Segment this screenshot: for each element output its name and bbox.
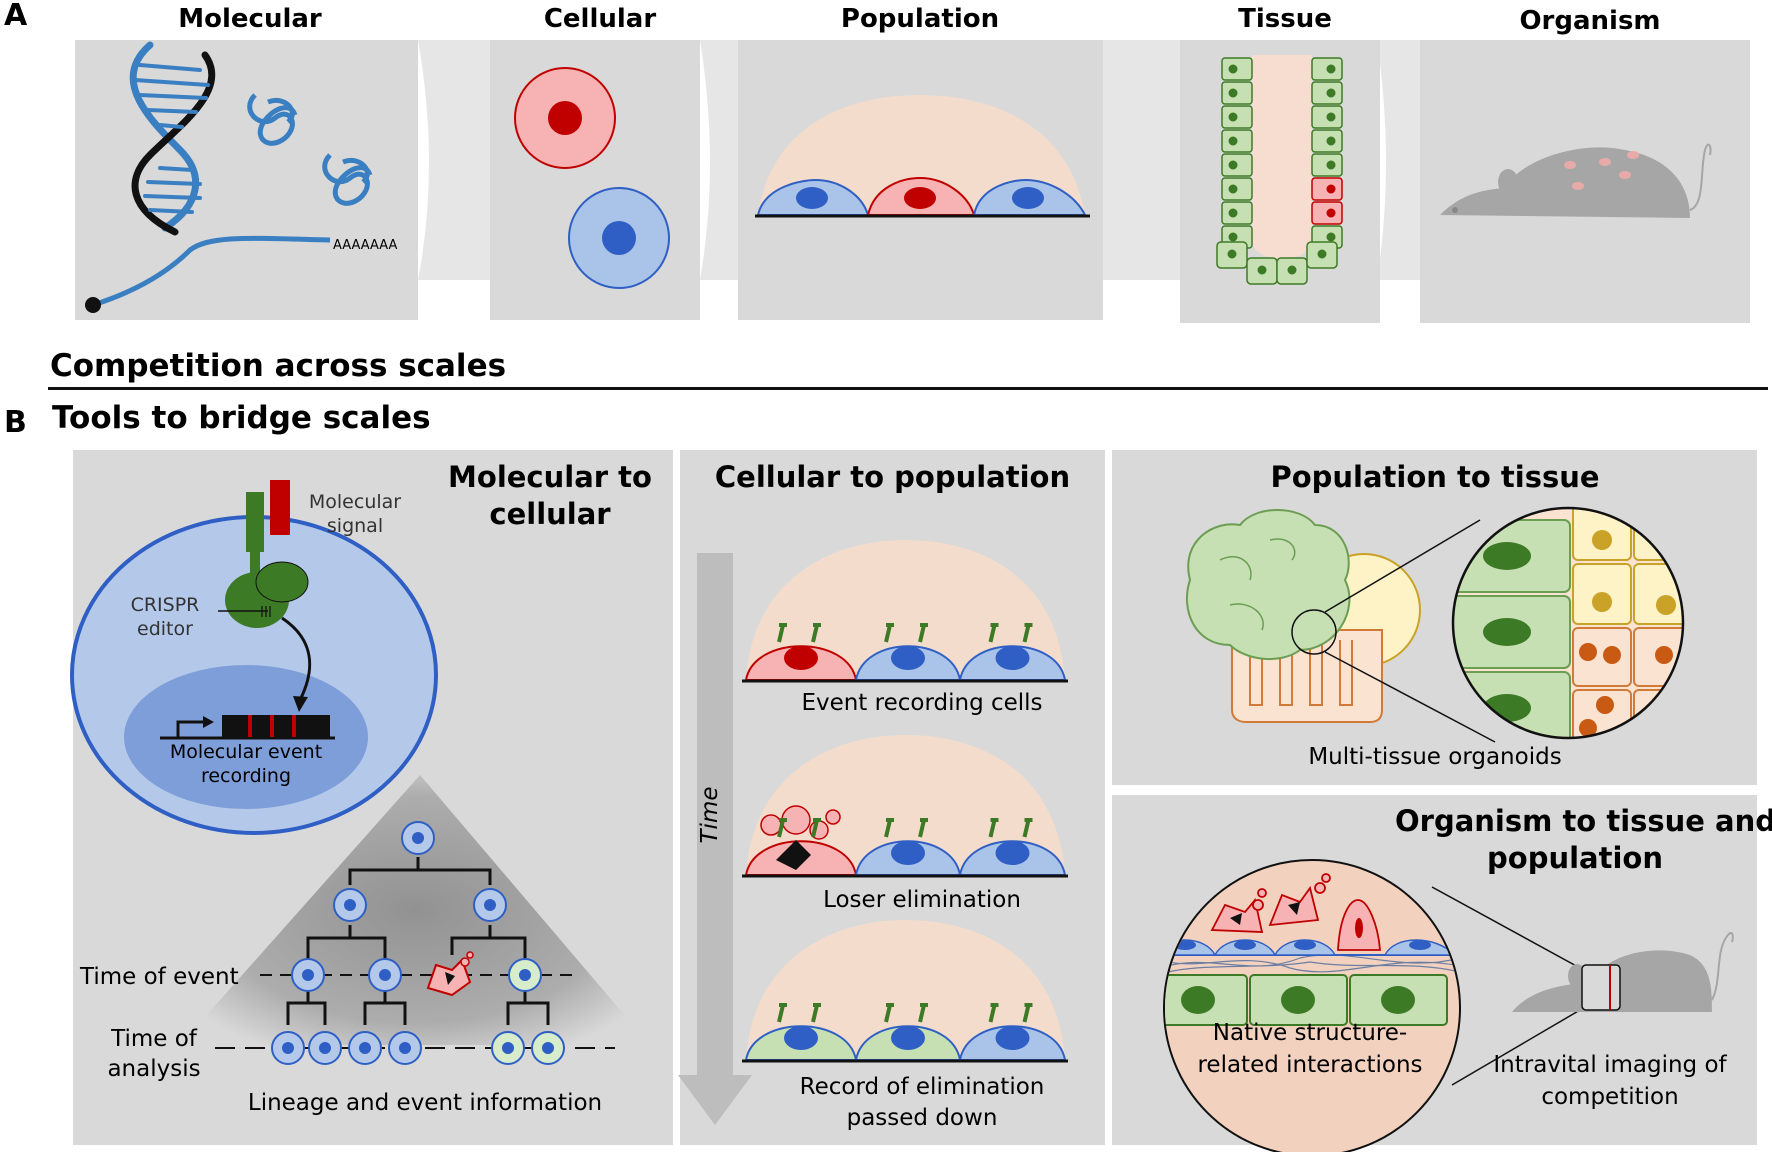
time-of-event-label: Time of event xyxy=(80,964,239,990)
connector-4 xyxy=(1377,40,1420,280)
recording-label-2: recording xyxy=(200,765,292,787)
time-steps xyxy=(742,540,1068,1063)
tissue-crypt-illustration xyxy=(1216,55,1343,285)
mouse-icon xyxy=(1440,143,1712,218)
organism-to-tissue-title-1: Organism to tissue and xyxy=(1395,804,1772,838)
organism-illustration xyxy=(1440,143,1712,218)
protein-icon xyxy=(247,93,373,206)
green-organoid-icon xyxy=(1185,509,1351,661)
molecular-signal-label-1: Molecular xyxy=(308,491,402,513)
time-arrow xyxy=(678,553,752,1125)
population-dome xyxy=(746,920,1065,1060)
time-of-analysis-label-2: analysis xyxy=(107,1056,201,1082)
crypt-cells xyxy=(1216,57,1343,285)
population-illustration xyxy=(755,95,1090,218)
panel-b-letter: B xyxy=(4,405,27,440)
step2-caption: Loser elimination xyxy=(823,887,1021,913)
molecular-illustration xyxy=(85,41,373,313)
population-dome xyxy=(746,735,1065,875)
cellular-to-population-title: Cellular to population xyxy=(714,460,1071,494)
lineage-caption: Lineage and event information xyxy=(247,1090,603,1116)
divider-line xyxy=(48,387,1768,390)
connector-3 xyxy=(1082,40,1180,280)
molecular-signal-icon xyxy=(270,480,290,535)
time-of-analysis-label-1: Time of xyxy=(111,1026,197,1052)
scale-title-cellular: Cellular xyxy=(543,4,657,34)
organism-to-tissue-title-2: population xyxy=(1487,841,1663,875)
intravital-caption-1: Intravital imaging of xyxy=(1493,1052,1727,1078)
poly-a-tail: AAAAAAA xyxy=(333,238,398,253)
lineage-tree xyxy=(215,821,615,1065)
mrna-icon xyxy=(85,235,331,313)
molecular-to-cellular-title-1: Molecular to xyxy=(448,460,652,494)
native-caption-2: related interactions xyxy=(1197,1052,1423,1078)
population-dome xyxy=(746,540,1065,680)
connector-1 xyxy=(418,40,490,280)
scale-title-population: Population xyxy=(840,4,1000,34)
step3-caption-2: passed down xyxy=(846,1105,998,1131)
panel-a-connectors xyxy=(418,40,1420,280)
intravital-caption-2: competition xyxy=(1541,1084,1679,1110)
multi-tissue-caption: Multi-tissue organoids xyxy=(1308,744,1562,770)
step3-caption-1: Record of elimination xyxy=(799,1074,1045,1100)
dna-helix-icon xyxy=(129,41,216,236)
molecular-signal-label-2: signal xyxy=(326,515,384,537)
cellular-illustration xyxy=(514,67,670,289)
mouse-icon xyxy=(1512,932,1734,1012)
competition-across-scales: Competition across scales xyxy=(50,348,507,384)
population-to-tissue-title: Population to tissue xyxy=(1270,460,1600,494)
step1-caption: Event recording cells xyxy=(801,690,1043,716)
crispr-label-1: CRISPR xyxy=(130,594,200,616)
native-caption-1: Native structure- xyxy=(1212,1020,1408,1046)
imaging-window-icon xyxy=(1581,964,1621,1011)
recording-label-1: Molecular event xyxy=(169,741,323,763)
connector-2 xyxy=(700,40,738,280)
panel-a-letter: A xyxy=(4,0,28,33)
crispr-label-2: editor xyxy=(137,618,193,640)
molecular-to-cellular-title-2: cellular xyxy=(489,497,611,531)
scale-title-tissue: Tissue xyxy=(1238,4,1332,34)
panel-b-heading: Tools to bridge scales xyxy=(52,400,431,436)
scale-title-organism: Organism xyxy=(1519,6,1661,36)
native-structure xyxy=(1165,873,1459,1026)
scale-title-molecular: Molecular xyxy=(178,4,322,34)
